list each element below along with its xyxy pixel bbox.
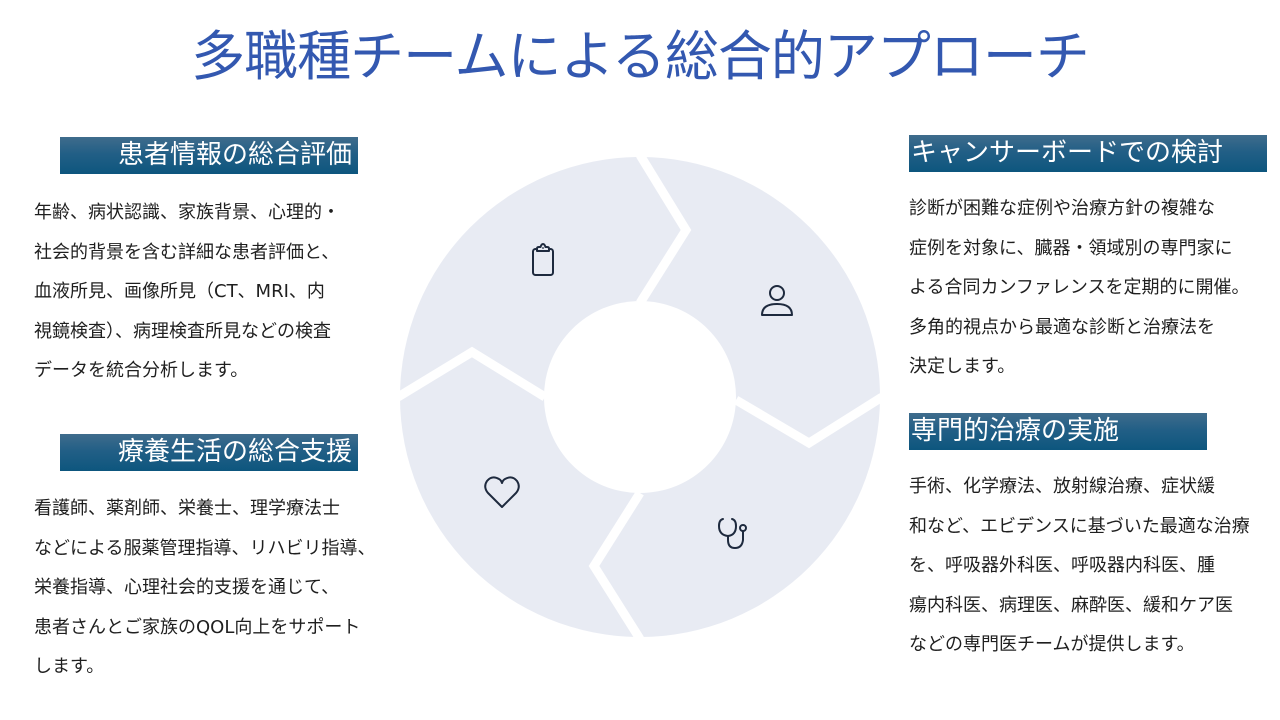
text-line: 看護師、薬剤師、栄養士、理学療法士 [34,498,340,519]
text-patient-assessment: 年齢、病状認識、家族背景、心理的・ 社会的背景を含む詳細な患者評価と、 血液所見… [34,193,340,391]
text-line: 瘍内科医、病理医、麻酔医、緩和ケア医 [909,594,1233,616]
text-line: 多角的視点から最適な診断と治療法を [909,316,1215,338]
text-line: 栄養指導、心理社会的支援を通じて、 [34,577,340,598]
text-line: データを統合分析します。 [34,360,249,381]
person-icon [757,280,797,320]
text-cancer-board: 診断が困難な症例や治療方針の複雑な 症例を対象に、臓器・領域別の専門家に よる合… [909,189,1250,387]
text-line: 社会的背景を含む詳細な患者評価と、 [34,241,340,263]
text-line: 手術、化学療法、放射線治療、症状緩 [909,476,1215,497]
heading-cancer-board: キャンサーボードでの検討 [909,135,1267,172]
text-line: 血液所見、画像所見（CT、MRI、内 [34,281,325,302]
heading-specialized-treatment-text: 専門的治療の実施 [911,416,1120,446]
text-line: などによる服薬管理指導、リハビリ指導、 [34,537,376,559]
text-line: 決定します。 [909,356,1016,377]
heading-patient-assessment-text: 患者情報の総合評価 [117,140,352,170]
text-line: などの専門医チームが提供します。 [909,634,1195,655]
cycle-diagram [398,155,882,639]
text-specialized-treatment: 手術、化学療法、放射線治療、症状緩 和など、エビデンスに基づいた最適な治療 を、… [909,467,1250,665]
text-care-support: 看護師、薬剤師、栄養士、理学療法士 などによる服薬管理指導、リハビリ指導、 栄養… [34,489,375,687]
cycle-ring [398,155,882,639]
text-line: 年齢、病状認識、家族背景、心理的・ [34,202,340,223]
text-line: 症例を対象に、臓器・領域別の専門家に [909,237,1233,259]
heading-cancer-board-text: キャンサーボードでの検討 [911,138,1224,168]
text-line: を、呼吸器外科医、呼吸器内科医、腫 [909,555,1215,576]
text-line: よる合同カンファレンスを定期的に開催。 [909,277,1250,298]
heading-care-support-text: 療養生活の総合支援 [117,437,352,467]
text-line: 和など、エビデンスに基づいた最適な治療 [909,515,1250,537]
heading-specialized-treatment: 専門的治療の実施 [909,413,1207,450]
heading-patient-assessment: 患者情報の総合評価 [60,137,358,174]
text-line: 視鏡検査）、病理検査所見などの検査 [34,320,331,342]
heart-icon [482,472,522,512]
text-line: します。 [34,656,105,677]
clipboard-icon [523,240,563,280]
text-line: 患者さんとご家族のQOL向上をサポート [34,616,361,638]
text-line: 診断が困難な症例や治療方針の複雑な [909,198,1215,219]
heading-care-support: 療養生活の総合支援 [60,434,358,471]
slide-title: 多職種チームによる総合的アプローチ [191,25,1090,88]
stethoscope-icon [714,513,754,553]
